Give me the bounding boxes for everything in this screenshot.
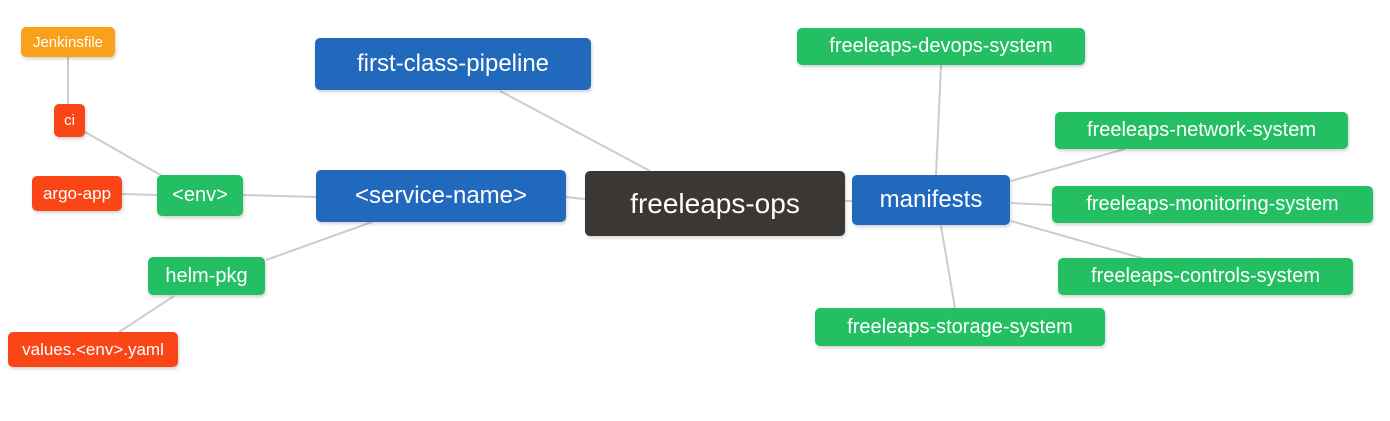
- node-values-env-yaml[interactable]: values.<env>.yaml: [8, 332, 178, 367]
- node-freeleaps-network-system[interactable]: freeleaps-network-system: [1055, 112, 1348, 149]
- node-first-class-pipeline[interactable]: first-class-pipeline: [315, 38, 591, 90]
- node-manifests[interactable]: manifests: [852, 175, 1010, 225]
- node-env[interactable]: <env>: [157, 175, 243, 216]
- edge-manifests-to-freeleaps-storage-system: [940, 225, 956, 309]
- edge-service-name-to-freeleaps-ops: [565, 196, 586, 200]
- edge-argo-app-to-env: [121, 193, 158, 196]
- edge-ci-to-env: [84, 131, 165, 178]
- node-freeleaps-devops-system[interactable]: freeleaps-devops-system: [797, 28, 1085, 65]
- edge-first-class-pipeline-to-freeleaps-ops: [499, 90, 651, 172]
- edge-manifests-to-freeleaps-controls-system: [1010, 220, 1146, 260]
- node-ci[interactable]: ci: [54, 104, 85, 137]
- node-service-name[interactable]: <service-name>: [316, 170, 566, 222]
- node-freeleaps-ops[interactable]: freeleaps-ops: [585, 171, 845, 236]
- node-freeleaps-controls-system[interactable]: freeleaps-controls-system: [1058, 258, 1353, 295]
- node-argo-app[interactable]: argo-app: [32, 176, 122, 211]
- edge-manifests-to-freeleaps-devops-system: [935, 64, 942, 176]
- edge-env-to-service-name: [242, 194, 317, 198]
- edge-helm-pkg-to-service-name: [265, 221, 373, 261]
- node-freeleaps-storage-system[interactable]: freeleaps-storage-system: [815, 308, 1105, 346]
- node-jenkinsfile[interactable]: Jenkinsfile: [21, 27, 115, 57]
- edge-values-env-yaml-to-helm-pkg: [118, 295, 175, 333]
- edge-manifests-to-freeleaps-monitoring-system: [1010, 202, 1053, 206]
- edge-manifests-to-freeleaps-network-system: [1010, 148, 1126, 182]
- node-helm-pkg[interactable]: helm-pkg: [148, 257, 265, 295]
- node-freeleaps-monitoring-system[interactable]: freeleaps-monitoring-system: [1052, 186, 1373, 223]
